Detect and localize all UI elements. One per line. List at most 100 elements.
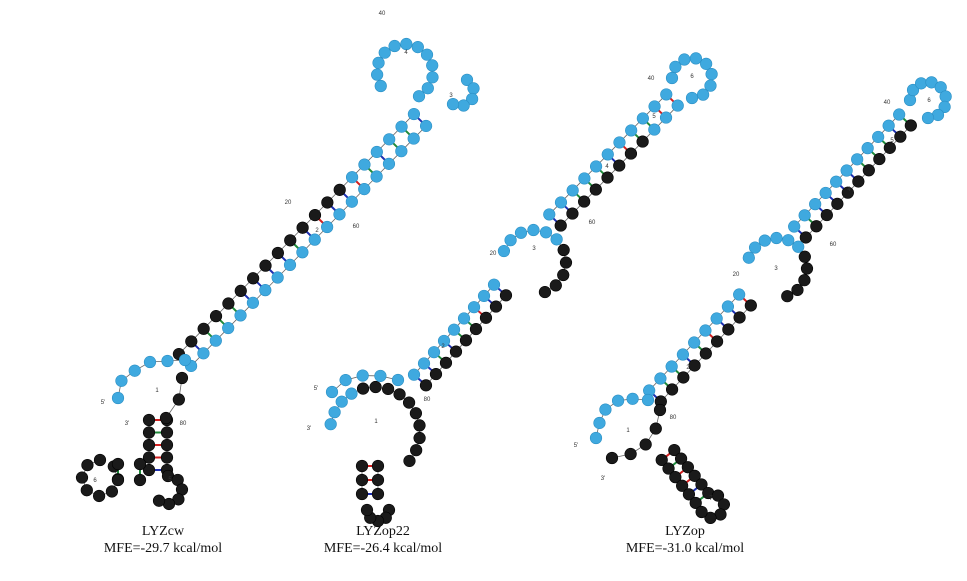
nucleotide-blue — [321, 220, 334, 234]
nucleotide-blue — [246, 296, 260, 309]
structure-name: LYZop — [665, 524, 705, 539]
nucleotide-black — [639, 438, 652, 451]
nucleotide-blue — [426, 71, 439, 84]
nucleotide-black — [459, 334, 473, 347]
nucleotide-blue — [742, 251, 755, 264]
nucleotide-blue — [678, 53, 691, 66]
nucleotide-black — [185, 335, 198, 348]
nucleotide-blue — [566, 184, 579, 197]
nucleotide-black — [636, 135, 649, 148]
nucleotide-black — [271, 246, 284, 260]
nucleotide-blue — [851, 153, 864, 166]
nucleotide-blue — [426, 59, 439, 72]
nucleotide-black — [371, 473, 385, 487]
nucleotide-black — [439, 356, 453, 369]
nucleotide-blue — [417, 357, 431, 370]
nucleotide-blue — [460, 73, 474, 86]
nucleotide-blue — [939, 90, 952, 103]
nucleotide-black — [93, 453, 107, 467]
nucleotide-blue — [446, 98, 460, 111]
nucleotide-blue — [601, 148, 614, 161]
nucleotide-blue — [467, 301, 481, 314]
structure-mfe: MFE=-29.7 kcal/mol — [103, 541, 223, 556]
nucleotide-black — [688, 469, 701, 482]
nucleotide-blue — [234, 309, 247, 322]
nucleotide-black — [677, 371, 690, 384]
nucleotides-lyzop — [589, 76, 952, 524]
nucleotide-blue — [782, 234, 795, 247]
nucleotide-black — [681, 461, 694, 474]
nucleotide-blue — [819, 186, 832, 200]
nucleotide-blue — [685, 91, 699, 105]
nucleotide-blue — [550, 233, 563, 246]
nucleotide-blue — [721, 300, 735, 313]
nucleotide-blue — [578, 172, 591, 185]
nucleotide-blue — [893, 108, 906, 121]
nucleotide-blue — [477, 289, 491, 303]
nucleotide-black — [689, 496, 702, 510]
nucleotide-black — [429, 367, 443, 381]
structure-label: 2 — [441, 344, 445, 350]
nucleotide-black — [624, 447, 637, 461]
nucleotide-black — [284, 234, 297, 247]
nucleotide-blue — [115, 374, 128, 387]
structure-name: LYZop22 — [356, 524, 410, 539]
nucleotide-black — [222, 297, 235, 310]
nucleotide-blue — [660, 88, 673, 101]
nucleotide-blue — [209, 334, 222, 347]
structure-label: 5 — [890, 138, 894, 144]
nucleotide-blue — [358, 183, 371, 196]
nucleotide-blue — [378, 46, 391, 59]
structure-label: 3' — [125, 421, 129, 427]
nucleotide-blue — [689, 52, 703, 65]
nucleotide-black — [360, 503, 374, 517]
nucleotide-black — [419, 379, 433, 392]
nucleotide-blue — [840, 164, 853, 177]
structure-label: 80 — [180, 421, 187, 427]
structure-name: LYZcw — [141, 524, 185, 539]
nucleotide-black — [75, 471, 89, 484]
nucleotide-black — [410, 444, 423, 457]
structure-label: 5 — [652, 114, 656, 120]
structure-label: 4 — [847, 187, 851, 193]
structure-label: 5' — [314, 386, 318, 392]
nucleotide-blue — [589, 431, 603, 445]
nucleotide-blue — [324, 418, 337, 431]
nucleotide-black — [695, 505, 708, 519]
nucleotide-black — [894, 130, 907, 143]
nucleotide-blue — [111, 391, 125, 405]
nucleotide-black — [862, 164, 875, 177]
nucleotide-black — [676, 479, 689, 492]
nucleotide-blue — [421, 82, 434, 95]
nucleotide-black — [688, 359, 701, 372]
nucleotide-blue — [705, 67, 718, 81]
structure-label: 2 — [315, 228, 319, 234]
nucleotide-black — [234, 284, 247, 297]
nucleotide-blue — [400, 37, 413, 51]
nucleotide-blue — [861, 142, 874, 155]
structure-label: 20 — [285, 200, 292, 206]
nucleotide-black — [172, 393, 185, 406]
nucleotide-blue — [328, 406, 341, 419]
nucleotide-black — [81, 459, 94, 472]
nucleotide-black — [356, 382, 370, 395]
nucleotide-blue — [374, 369, 387, 383]
nucleotide-black — [904, 119, 917, 132]
nucleotide-black — [820, 208, 833, 222]
nucleotide-black — [259, 259, 272, 272]
nucleotide-black — [841, 186, 854, 199]
nucleotide-black — [381, 382, 395, 396]
structure-label: 3 — [774, 266, 778, 272]
nucleotide-blue — [388, 39, 401, 53]
nucleotide-black — [566, 207, 579, 220]
nucleotide-black — [142, 413, 156, 427]
nucleotide-blue — [659, 111, 673, 124]
structure-label: 40 — [884, 100, 891, 106]
structure-label: 60 — [589, 220, 596, 226]
structure-label: 1 — [155, 388, 159, 394]
nucleotide-blue — [487, 278, 501, 291]
structure-label: 40 — [648, 76, 655, 82]
nucleotide-blue — [296, 246, 309, 259]
